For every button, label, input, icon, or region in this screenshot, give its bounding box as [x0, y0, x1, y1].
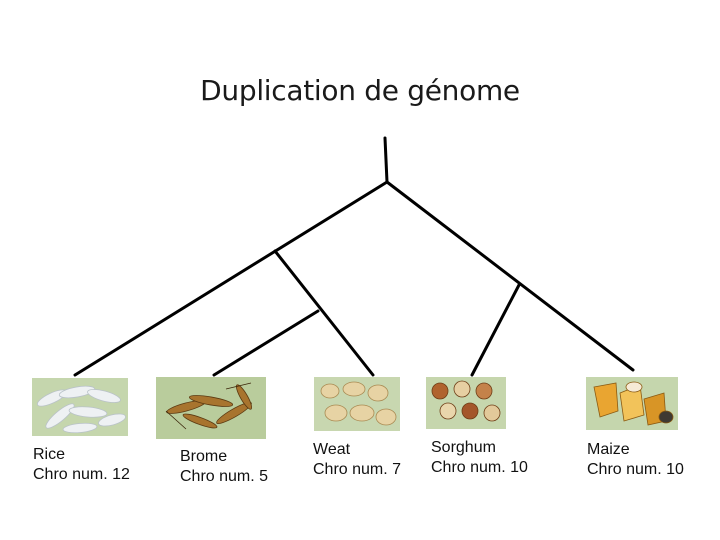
chromosome-count: Chro num. 7	[313, 461, 402, 478]
taxon-name: Weat	[313, 441, 351, 458]
diagram-title: Duplication de génome	[200, 74, 520, 107]
taxon-name: Rice	[33, 446, 66, 463]
tree-branch-rice	[73, 180, 389, 377]
wheat-grains-photo	[314, 377, 400, 431]
maize-kernels-photo	[586, 377, 678, 430]
taxon-name: Maize	[587, 441, 630, 458]
tree-branch-brome	[212, 309, 320, 377]
sorghum-seeds-photo	[426, 377, 506, 429]
chromosome-count: Chro num. 5	[180, 468, 269, 485]
taxon-name: Sorghum	[431, 439, 496, 456]
taxon-label-rice: Rice Chro num. 12	[33, 445, 130, 485]
tree-branch-middle	[273, 249, 375, 377]
taxon-name: Brome	[180, 448, 228, 465]
chromosome-count: Chro num. 10	[587, 461, 684, 478]
tree-branch-right	[385, 180, 635, 372]
taxon-label-sorghum: Sorghum Chro num. 10	[431, 438, 528, 478]
chromosome-count: Chro num. 10	[431, 459, 528, 476]
tree-branch-sorghum	[470, 283, 521, 377]
brome-seeds-photo	[156, 377, 266, 439]
chromosome-count: Chro num. 12	[33, 466, 130, 483]
taxon-label-brome: Brome Chro num. 5	[180, 447, 268, 487]
tree-root-stem	[383, 136, 389, 184]
rice-grains-photo	[32, 378, 128, 436]
taxon-label-maize: Maize Chro num. 10	[587, 440, 684, 480]
taxon-label-weat: Weat Chro num. 7	[313, 440, 401, 480]
